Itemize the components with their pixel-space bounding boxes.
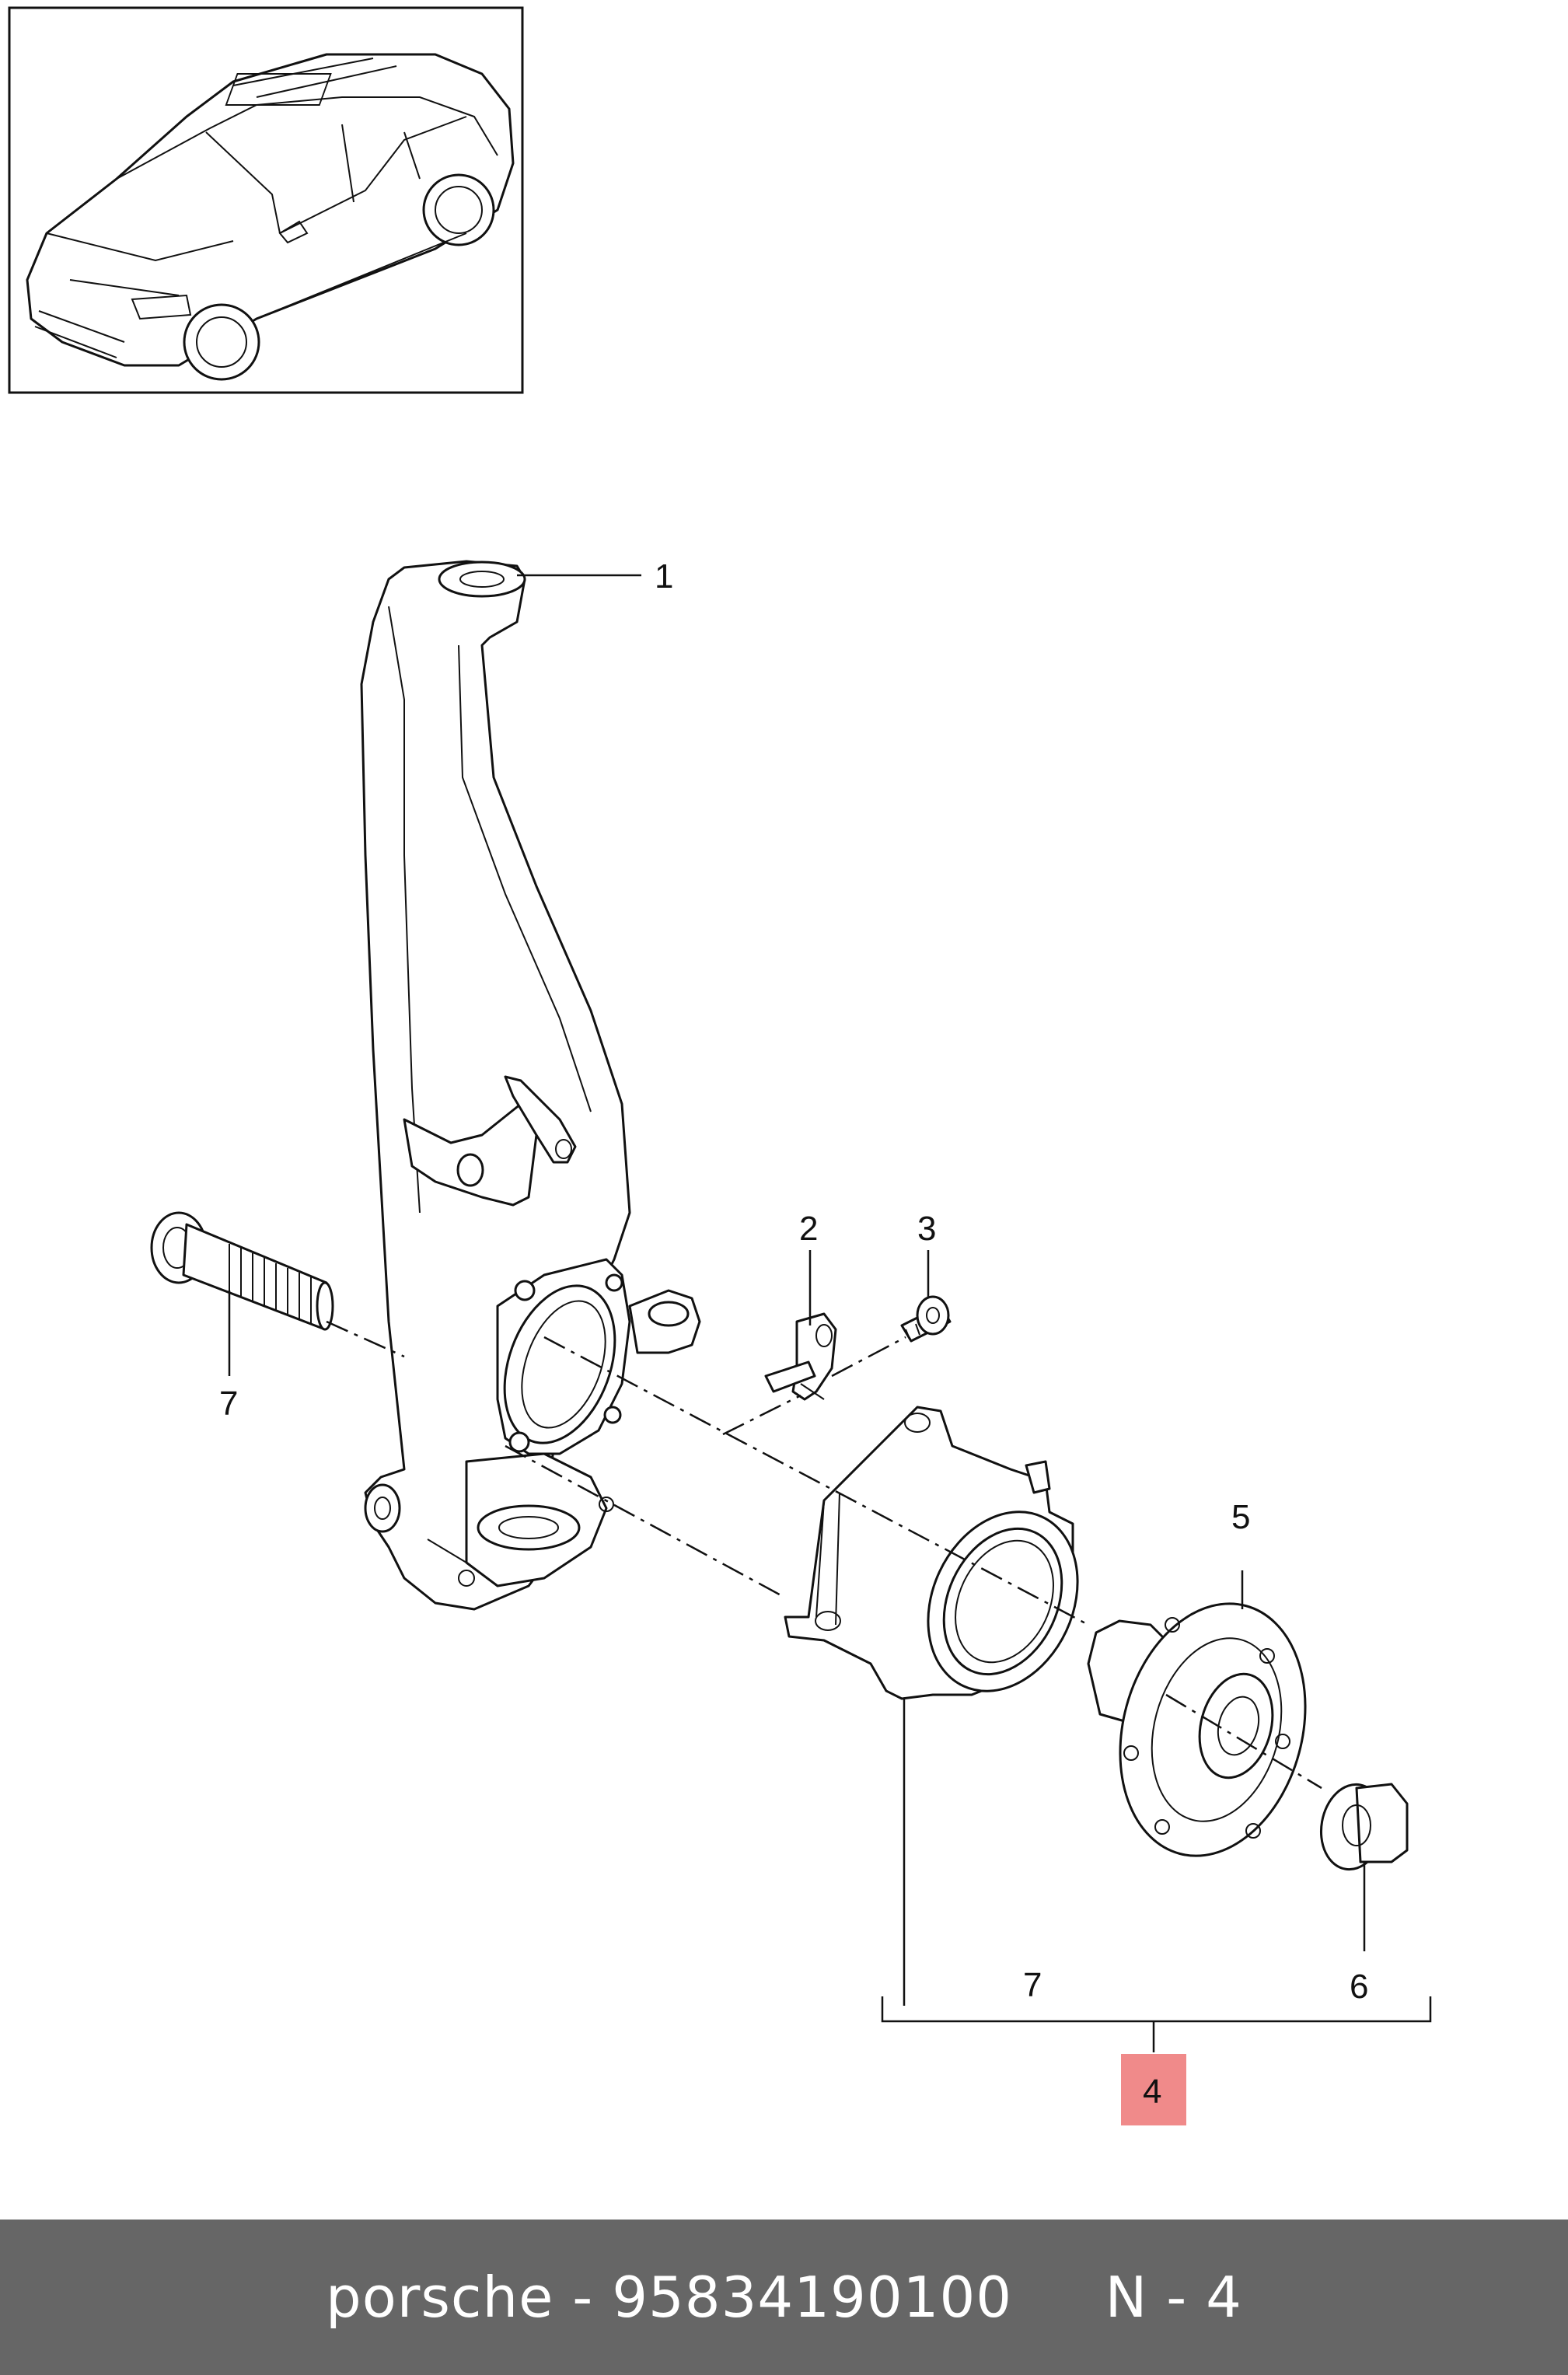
bolt (150, 1211, 334, 1331)
callout-3: 3 (917, 1210, 936, 1248)
footer-gap (1012, 2265, 1105, 2330)
footer-bar: porsche - 95834190100 N - 4 (0, 2220, 1568, 2375)
wheel-bearing (784, 1406, 1079, 1700)
wheel-speed-sensor (764, 1312, 837, 1401)
sensor-screw (900, 1295, 952, 1343)
callout-1: 1 (655, 557, 673, 595)
footer-brand: porsche (326, 2265, 554, 2330)
callout-7-bolt: 7 (219, 1385, 238, 1423)
footer-part-number: 95834190100 (612, 2265, 1013, 2330)
callout-2: 2 (799, 1210, 818, 1248)
vehicle-thumbnail (8, 6, 524, 394)
wheel-hub (1087, 1602, 1307, 1857)
footer-separator: - (554, 2265, 613, 2330)
leader-lines (228, 574, 1432, 2052)
highlight-box (1121, 2054, 1186, 2125)
footer-position: N - 4 (1105, 2265, 1242, 2330)
footer-caption: porsche - 95834190100 N - 4 (326, 2265, 1242, 2330)
steering-knuckle (360, 560, 701, 1611)
callout-6: 6 (1350, 1968, 1368, 2006)
callout-5: 5 (1231, 1498, 1250, 1536)
assembly-axis-lines (326, 1320, 1322, 1790)
collar-nut (1319, 1783, 1409, 1871)
parts-diagram: 1 2 3 7 5 7 6 4 (8, 6, 1432, 2125)
callout-4: 4 (1143, 2073, 1161, 2111)
callout-7-group: 7 (1023, 1966, 1042, 2004)
